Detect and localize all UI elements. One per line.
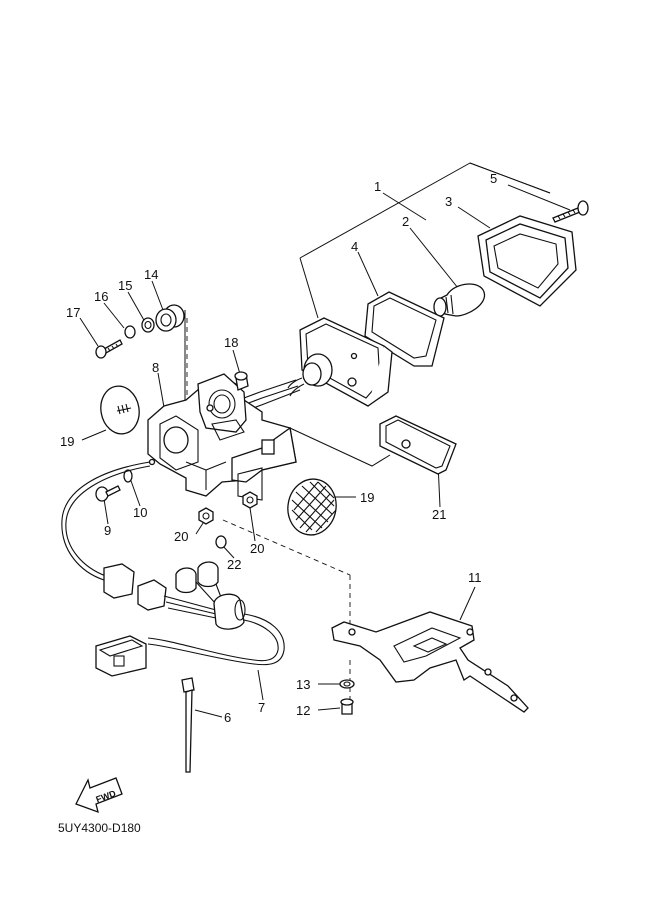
taillight-housing-part-1 [287, 317, 393, 407]
cable-tie-part-6 [181, 677, 195, 773]
callout-16: 16 [94, 289, 108, 304]
callout-4: 4 [351, 239, 358, 254]
reflector-part-19-right [287, 478, 337, 536]
callout-labels: 1 2 3 4 5 6 7 8 9 10 11 12 13 14 15 16 1… [60, 171, 497, 725]
callout-20-left: 20 [174, 529, 188, 544]
callout-17: 17 [66, 305, 80, 320]
lens-part-3 [477, 215, 577, 307]
callout-13: 13 [296, 677, 310, 692]
reflector-part-19-left [100, 385, 140, 435]
callout-8: 8 [152, 360, 159, 375]
callout-9: 9 [104, 523, 111, 538]
fasteners-top-left [95, 304, 249, 391]
callout-15: 15 [118, 278, 132, 293]
reflector-part-21 [379, 415, 457, 475]
bracket-part-11 [331, 611, 529, 713]
callout-2: 2 [402, 214, 409, 229]
callout-7: 7 [258, 700, 265, 715]
callout-14: 14 [144, 267, 158, 282]
fasteners-lower [95, 469, 258, 549]
callout-3: 3 [445, 194, 452, 209]
callout-22: 22 [227, 557, 241, 572]
callout-10: 10 [133, 505, 147, 520]
callout-5: 5 [490, 171, 497, 186]
callout-11: 11 [468, 570, 482, 585]
callout-1: 1 [374, 179, 381, 194]
callout-19-right: 19 [360, 490, 374, 505]
fasteners-part-12-13 [339, 679, 355, 715]
callout-21: 21 [432, 507, 446, 522]
drawing-code: 5UY4300-D180 [58, 821, 141, 835]
bulb-part-2 [433, 283, 486, 317]
callout-12: 12 [296, 703, 310, 718]
callout-20-right: 20 [250, 541, 264, 556]
callout-6: 6 [224, 710, 231, 725]
callout-18: 18 [224, 335, 238, 350]
fwd-arrow-icon: FWD [75, 777, 123, 814]
screw-part-5 [552, 200, 589, 223]
callout-19-left: 19 [60, 434, 74, 449]
wire-harness-part-7 [61, 461, 285, 677]
bracket-part-8 [147, 373, 297, 501]
